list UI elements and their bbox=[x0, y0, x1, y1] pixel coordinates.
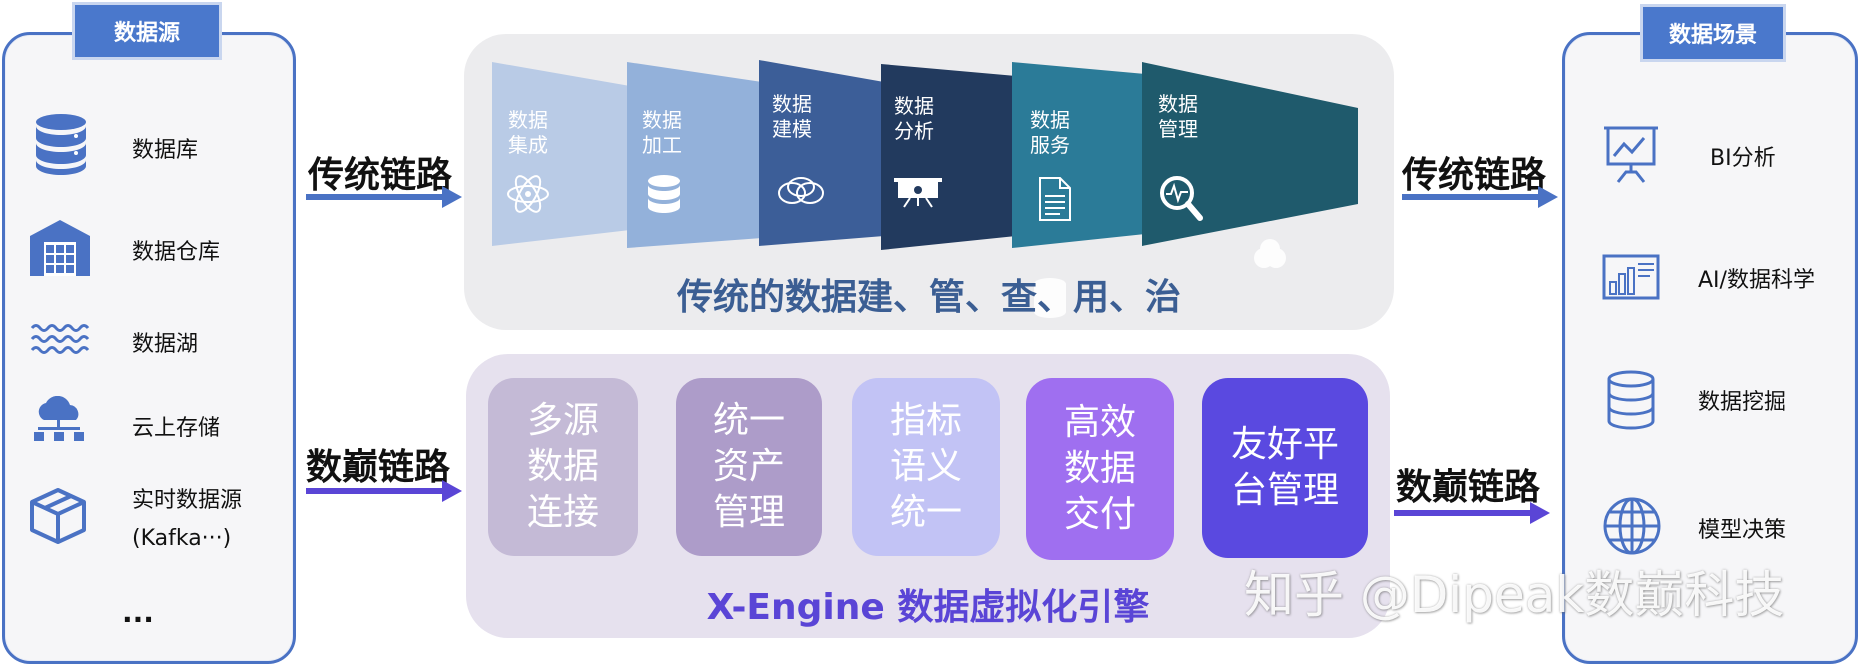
faded-database-icon bbox=[1034, 278, 1066, 318]
traditional-arrow-right bbox=[1402, 186, 1558, 208]
tile-platform-management: 友好平 台管理 bbox=[1202, 378, 1368, 558]
data-scenarios-title: 数据场景 bbox=[1640, 4, 1786, 62]
dipeak-route-label-left: 数巅链路 bbox=[306, 447, 451, 488]
atom-icon bbox=[507, 175, 549, 213]
tile-unified-assets: 统一 资产 管理 bbox=[676, 378, 822, 556]
stage-integration-label: 数据 集成 bbox=[508, 108, 548, 157]
database-icon bbox=[36, 114, 86, 175]
data-scenarios-panel bbox=[1562, 32, 1858, 664]
stage-management-label: 数据 管理 bbox=[1158, 92, 1198, 141]
venn-icon bbox=[778, 177, 824, 204]
cloud-network-icon bbox=[34, 396, 84, 441]
zhihu-watermark: 知乎 @Dipeak数巅科技 bbox=[1244, 566, 1785, 624]
presentation-chart-icon bbox=[1604, 126, 1658, 183]
stage-modeling-shape bbox=[759, 60, 884, 246]
dipeak-arrow-right bbox=[1394, 502, 1550, 524]
globe-icon bbox=[1603, 497, 1661, 555]
source-cloud-label: 云上存储 bbox=[132, 416, 221, 441]
source-lake-label: 数据湖 bbox=[132, 332, 199, 357]
stage-management-shape bbox=[1142, 62, 1358, 246]
magnifier-pulse-icon bbox=[1160, 176, 1203, 221]
dipeak-arrow-left bbox=[306, 480, 462, 502]
data-sources-title: 数据源 bbox=[72, 2, 222, 60]
scene-bi-label: BI分析 bbox=[1710, 146, 1776, 171]
more-sources-ellipsis: ... bbox=[122, 596, 154, 629]
stage-processing-label: 数据 加工 bbox=[642, 108, 682, 157]
bar-chart-icon bbox=[1602, 254, 1660, 300]
presentation-icon bbox=[894, 178, 942, 208]
x-engine-caption: X-Engine 数据虚拟化引擎 bbox=[706, 587, 1150, 628]
database-icon bbox=[648, 175, 680, 213]
source-warehouse-label: 数据仓库 bbox=[132, 240, 221, 265]
traditional-caption: 传统的数据建、管、查、用、治 bbox=[676, 277, 1181, 318]
source-database-label: 数据库 bbox=[132, 138, 199, 163]
scene-decision-label: 模型决策 bbox=[1698, 518, 1787, 543]
waves-icon bbox=[30, 324, 90, 354]
source-realtime-sub-label: (Kafka···) bbox=[132, 526, 232, 551]
traditional-stage-funnel bbox=[492, 60, 1358, 250]
stage-modeling-label: 数据 建模 bbox=[772, 92, 812, 141]
faded-venn-icon bbox=[1254, 239, 1286, 268]
stage-analysis-label: 数据 分析 bbox=[894, 94, 934, 143]
warehouse-icon bbox=[30, 220, 90, 276]
tile-multi-source: 多源 数据 连接 bbox=[488, 378, 638, 556]
tile-metric-semantics: 指标 语义 统一 bbox=[852, 378, 1000, 556]
source-realtime-label: 实时数据源 bbox=[132, 488, 243, 513]
traditional-route-label-left: 传统链路 bbox=[308, 155, 453, 196]
document-icon bbox=[1039, 177, 1071, 221]
traditional-arrow-left bbox=[306, 186, 462, 208]
traditional-route-label-right: 传统链路 bbox=[1402, 155, 1547, 196]
stage-integration-shape bbox=[492, 62, 630, 246]
stage-service-label: 数据 服务 bbox=[1030, 108, 1070, 157]
scene-mining-label: 数据挖掘 bbox=[1698, 390, 1787, 415]
scene-ai-label: AI/数据科学 bbox=[1698, 268, 1815, 293]
cube-icon bbox=[30, 488, 86, 544]
stage-analysis-shape bbox=[881, 64, 1016, 250]
tile-efficient-delivery: 高效 数据 交付 bbox=[1026, 378, 1174, 560]
stage-processing-shape bbox=[627, 62, 762, 248]
dipeak-route-label-right: 数巅链路 bbox=[1396, 467, 1541, 508]
database-icon bbox=[1607, 370, 1655, 430]
